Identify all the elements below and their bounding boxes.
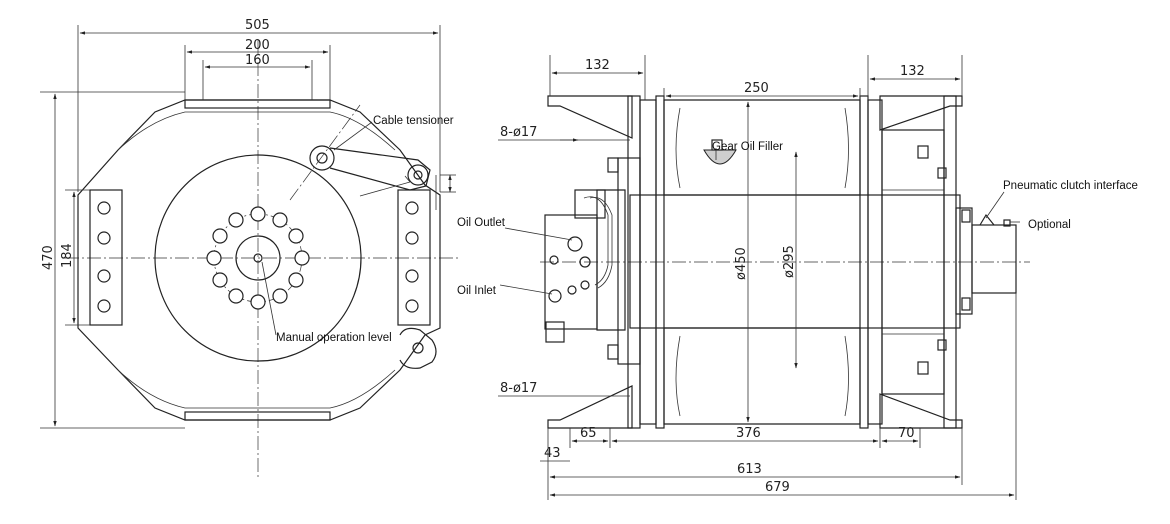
dim-hole-top: 8-ø17 <box>500 125 537 140</box>
dim-200: 200 <box>245 38 270 53</box>
front-view: 505 200 160 470 184 Cable tensioner Manu… <box>40 18 460 480</box>
left-bolt-plate <box>89 189 123 326</box>
dim-679: 679 <box>765 480 790 495</box>
front-housing <box>77 99 441 421</box>
dim-132-left: 132 <box>585 58 610 73</box>
dim-505: 505 <box>245 18 270 33</box>
front-bolt-ring <box>206 206 310 310</box>
dim-hole-bottom: 8-ø17 <box>500 381 537 396</box>
label-pneumatic-clutch: Pneumatic clutch interface <box>1003 180 1138 192</box>
dim-160: 160 <box>245 53 270 68</box>
dim-376: 376 <box>736 426 761 441</box>
dim-65: 65 <box>580 426 597 441</box>
lower-lug <box>399 327 437 369</box>
dim-43: 43 <box>544 446 561 461</box>
dim-dia-450: ø450 <box>734 247 749 280</box>
label-oil-outlet: Oil Outlet <box>457 217 506 229</box>
label-gear-oil-filler: Gear Oil Filler <box>712 141 783 153</box>
right-bolt-plate <box>397 189 431 326</box>
hydraulic-valve-block <box>544 157 641 365</box>
dim-dia-295: ø295 <box>782 245 797 278</box>
dim-613: 613 <box>737 462 762 477</box>
label-oil-inlet: Oil Inlet <box>457 285 497 297</box>
dim-184: 184 <box>60 243 75 268</box>
label-optional: Optional <box>1028 219 1071 231</box>
cable-tensioner <box>289 104 456 210</box>
dim-250: 250 <box>744 81 769 96</box>
label-manual-operation: Manual operation level <box>276 332 392 344</box>
label-cable-tensioner: Cable tensioner <box>373 115 454 127</box>
dim-132-right: 132 <box>900 64 925 79</box>
dim-70: 70 <box>898 426 915 441</box>
dim-470: 470 <box>41 245 56 270</box>
side-view: 132 132 250 8-ø17 8-ø17 ø450 ø295 65 376 <box>457 55 1138 500</box>
front-drum-flange <box>154 154 362 362</box>
